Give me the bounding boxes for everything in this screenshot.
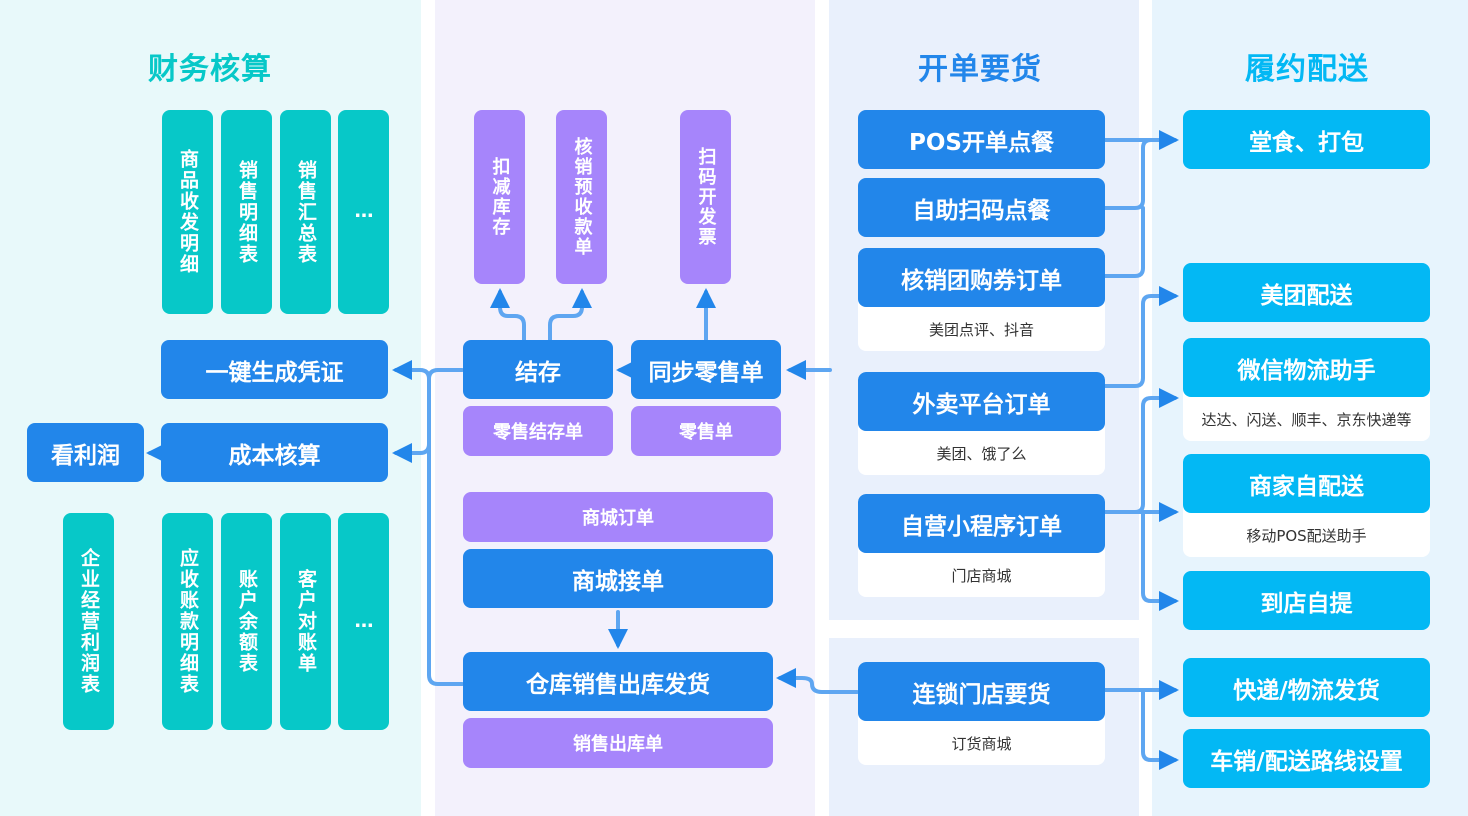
takeaway-sub: 美团、饿了么 [936, 444, 1027, 463]
report-more[interactable]: … [338, 110, 389, 314]
wechat-logistics-label: 微信物流助手 [1183, 338, 1430, 397]
chain-store-sub: 订货商城 [951, 734, 1012, 753]
wechat-logistics-card[interactable]: 微信物流助手 达达、闪送、顺丰、京东快递等 [1183, 338, 1430, 441]
report-goods-io[interactable]: 商品收发明细 [162, 110, 213, 314]
closing-doc[interactable]: 零售结存单 [463, 406, 613, 456]
line-to-cost [392, 442, 431, 463]
line-group [1103, 206, 1145, 278]
takeaway-card[interactable]: 外卖平台订单 美团、饿了么 [858, 372, 1105, 475]
group-coupon-sub: 美团点评、抖音 [928, 320, 1034, 339]
takeaway-label: 外卖平台订单 [858, 372, 1105, 431]
line-chain-to-route [1141, 688, 1179, 770]
verify-prepayment[interactable]: 核销预收款单 [556, 110, 607, 284]
merchant-delivery-card[interactable]: 商家自配送 移动POS配送助手 [1183, 454, 1430, 557]
line-mini-to-pickup [1141, 510, 1179, 611]
line-closing-to-deduct [490, 288, 526, 342]
express-shipping[interactable]: 快递/物流发货 [1183, 658, 1430, 717]
group-coupon-card[interactable]: 核销团购券订单 美团点评、抖音 [858, 248, 1105, 351]
fulfillment-title: 履约配送 [1245, 52, 1369, 87]
line-chain-to-warehouse [776, 668, 859, 694]
group-coupon-label: 核销团购券订单 [858, 248, 1105, 307]
chain-store-card[interactable]: 连锁门店要货 订货商城 [858, 662, 1105, 765]
chain-store-label: 连锁门店要货 [858, 662, 1105, 721]
report-account-balance[interactable]: 账户余额表 [221, 513, 272, 730]
meituan-delivery[interactable]: 美团配送 [1183, 263, 1430, 322]
merchant-delivery-label: 商家自配送 [1183, 454, 1430, 513]
route-settings[interactable]: 车销/配送路线设置 [1183, 729, 1430, 788]
voucher-button[interactable]: 一键生成凭证 [161, 340, 388, 399]
line-to-voucher [392, 360, 431, 381]
sync-retail-button[interactable]: 同步零售单 [631, 340, 781, 399]
scan-invoice[interactable]: 扫码开发票 [680, 110, 731, 284]
closing-button[interactable]: 结存 [463, 340, 613, 399]
order-title: 开单要货 [918, 52, 1042, 87]
dine-in-takeout[interactable]: 堂食、打包 [1183, 110, 1430, 169]
line-takeaway [1103, 286, 1179, 388]
line-selfscan [1103, 138, 1153, 210]
view-profit-button[interactable]: 看利润 [27, 423, 144, 482]
retail-doc[interactable]: 零售单 [631, 406, 781, 456]
pos-order-button[interactable]: POS开单点餐 [858, 110, 1105, 169]
line-mini-to-wechat [1103, 388, 1179, 514]
deduct-inventory[interactable]: 扣减库存 [474, 110, 525, 284]
report-profit-statement[interactable]: 企业经营利润表 [63, 513, 114, 730]
report-sales-summary[interactable]: 销售汇总表 [280, 110, 331, 314]
store-pickup[interactable]: 到店自提 [1183, 571, 1430, 630]
report-sales-detail[interactable]: 销售明细表 [221, 110, 272, 314]
miniprogram-sub: 门店商城 [951, 566, 1012, 585]
merchant-delivery-sub: 移动POS配送助手 [1246, 526, 1367, 545]
warehouse-ship-button[interactable]: 仓库销售出库发货 [463, 652, 773, 711]
report-customer-statement[interactable]: 客户对账单 [280, 513, 331, 730]
line-closing-to-verify [548, 288, 592, 342]
mall-order[interactable]: 商城订单 [463, 492, 773, 542]
report-more-2[interactable]: … [338, 513, 389, 730]
wechat-logistics-sub: 达达、闪送、顺丰、京东快递等 [1201, 410, 1412, 429]
line-closing-to-voucher [427, 368, 464, 686]
mall-accept-button[interactable]: 商城接单 [463, 549, 773, 608]
self-scan-order-button[interactable]: 自助扫码点餐 [858, 178, 1105, 237]
sales-outbound-doc[interactable]: 销售出库单 [463, 718, 773, 768]
miniprogram-card[interactable]: 自营小程序订单 门店商城 [858, 494, 1105, 597]
report-receivables[interactable]: 应收账款明细表 [162, 513, 213, 730]
miniprogram-label: 自营小程序订单 [858, 494, 1105, 553]
finance-title: 财务核算 [148, 52, 272, 87]
cost-accounting-button[interactable]: 成本核算 [161, 423, 388, 482]
